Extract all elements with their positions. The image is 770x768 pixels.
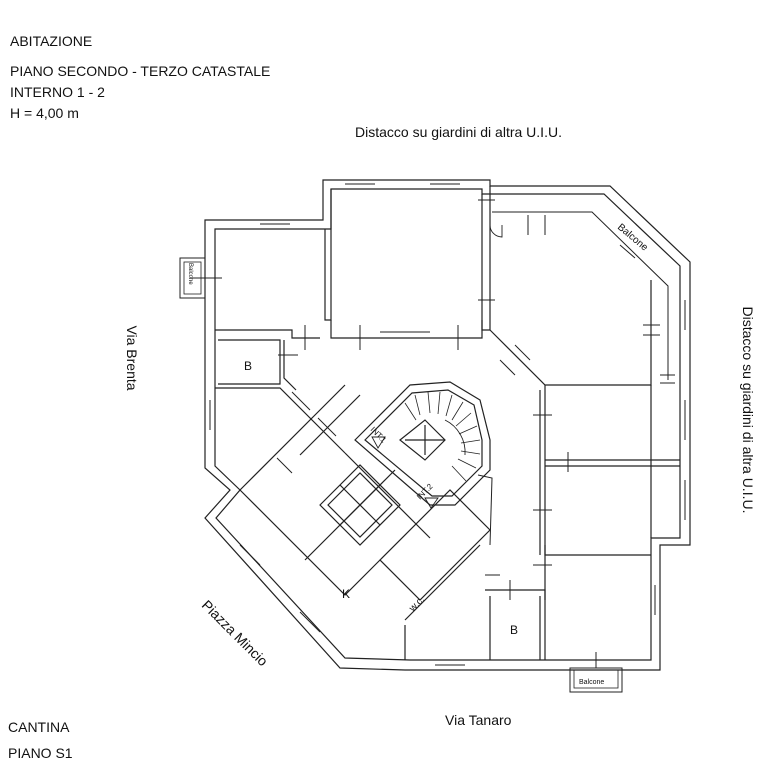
- door-marks: [192, 199, 675, 668]
- outer-wall-outer: [204, 179, 691, 671]
- label-balcony-bottom: Balcone: [579, 679, 604, 686]
- cellar-floor-label: PIANO S1: [8, 745, 73, 761]
- stairwell: [354, 381, 493, 546]
- light-well: [319, 464, 401, 546]
- label-balcony-top-right: Balcone: [615, 222, 650, 254]
- label-int-1: INT.1: [369, 425, 389, 445]
- street-via-tanaro: Via Tanaro: [445, 712, 512, 728]
- label-bath-2: B: [510, 623, 518, 637]
- balcony-left: [179, 257, 206, 299]
- interior-walls: [215, 186, 680, 660]
- interior-label: INTERNO 1 - 2: [10, 84, 105, 100]
- floor-label: PIANO SECONDO - TERZO CATASTALE: [10, 63, 271, 79]
- label-kitchen: K: [342, 587, 350, 601]
- height-label: H = 4,00 m: [10, 105, 79, 121]
- label-balcony-left: Balcone: [187, 263, 193, 285]
- balcony-bottom: [569, 667, 623, 693]
- label-bath-1: B: [244, 359, 252, 373]
- cellar-label: CANTINA: [8, 719, 70, 735]
- unit-type-label: ABITAZIONE: [10, 33, 93, 49]
- balcony-top-right-inner: [492, 211, 669, 380]
- outer-wall-inner: [214, 188, 681, 661]
- top-surrounding-label: Distacco su giardini di altra U.I.U.: [355, 124, 562, 140]
- windows: [209, 183, 686, 666]
- label-wc: w.c.: [407, 594, 428, 615]
